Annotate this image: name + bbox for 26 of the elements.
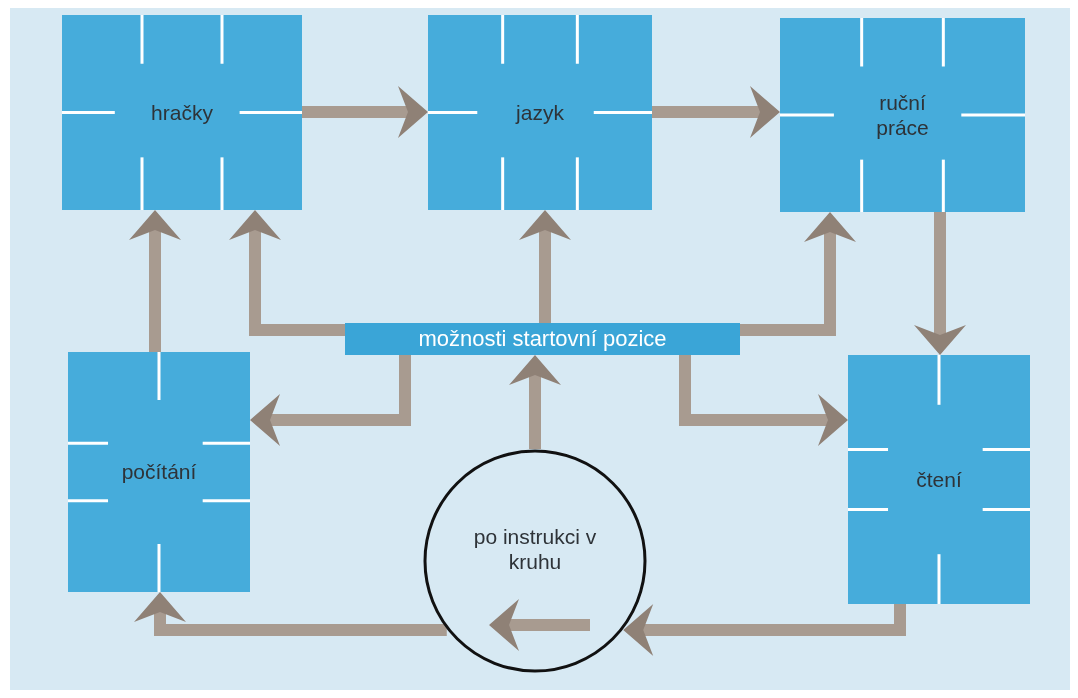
node-label: hračky [151,99,213,126]
circle-node [423,449,647,673]
node-label: čtení [916,466,962,493]
arrow [679,355,848,446]
process-box [428,15,652,210]
arrow [302,86,428,138]
arrow [129,210,181,352]
banner-text: možnosti startovní pozice [418,325,667,353]
arrow [509,355,561,449]
process-box [780,18,1025,212]
arrow [740,212,856,336]
start-banner [345,323,740,355]
arrow [519,210,571,323]
arrow [914,212,966,355]
node-label: počítání [121,459,197,485]
process-box [62,15,302,210]
arrow [623,604,906,656]
node-label: jazyk [516,99,564,126]
arrow [229,210,345,336]
process-box [848,355,1030,604]
arrow [250,355,411,446]
arrow [652,86,780,138]
arrow [134,592,447,636]
node-label: ruční práce [875,89,930,141]
node-label: po instrukci v kruhu [472,523,598,575]
process-box [68,352,250,592]
